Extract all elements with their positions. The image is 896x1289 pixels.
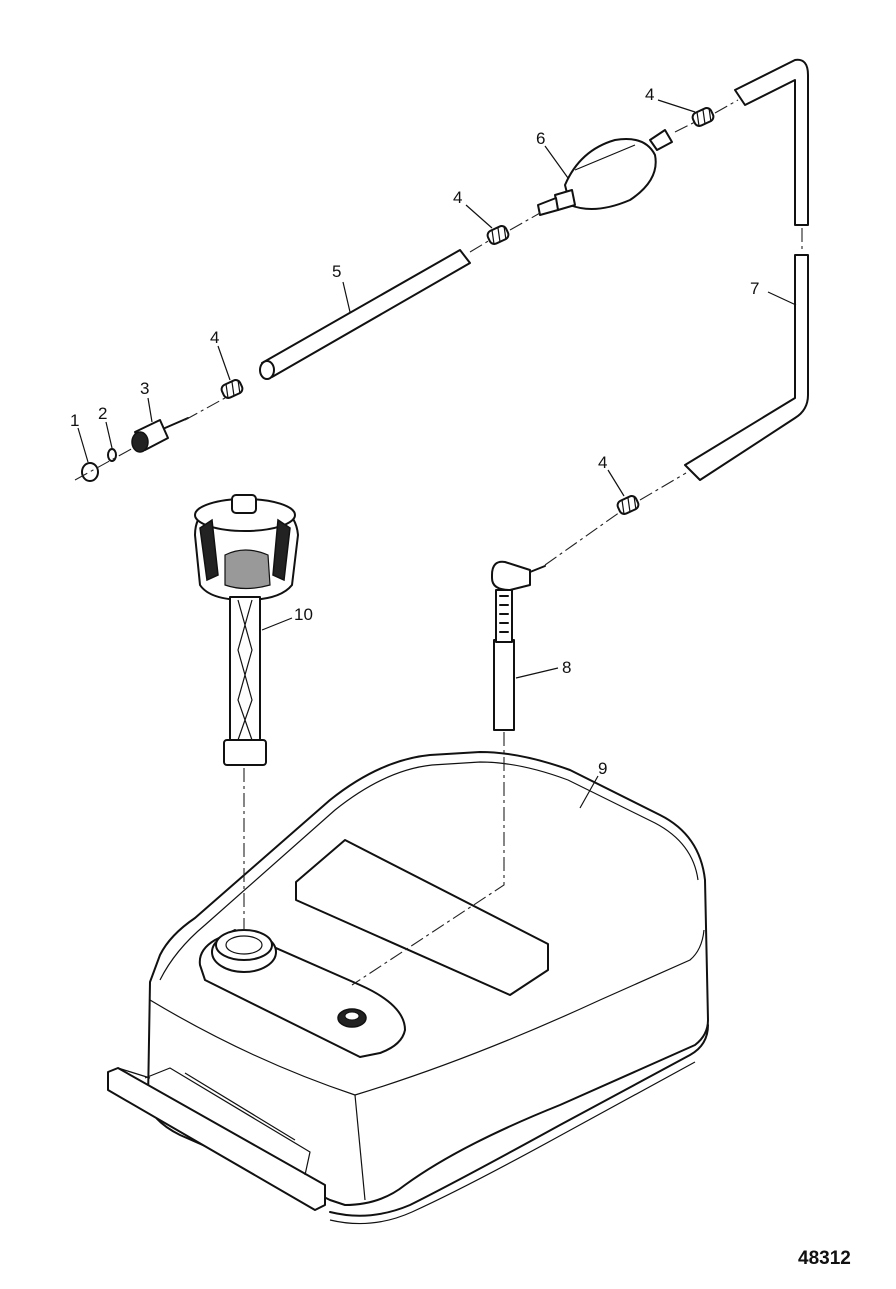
- carry-handle: [107, 1067, 326, 1211]
- o-ring: [107, 448, 117, 462]
- hose-5: [259, 249, 471, 380]
- callout-1: 1: [70, 411, 79, 430]
- callout-2: 2: [98, 404, 107, 423]
- leader-lines: [77, 99, 797, 809]
- fitting-4a: [220, 379, 244, 399]
- fuel-gauge: [194, 494, 299, 766]
- callout-9: 9: [598, 759, 607, 778]
- fuel-connector: [131, 417, 189, 453]
- callout-4c: 4: [645, 85, 654, 104]
- fitting-4b: [486, 225, 510, 245]
- pickup-tube: [491, 560, 546, 731]
- callouts: 1 2 3 4 5 4 6 4 7 4 8 9 10: [70, 85, 759, 778]
- callout-4b: 4: [453, 188, 462, 207]
- callout-4a: 4: [210, 328, 219, 347]
- callout-5: 5: [332, 262, 341, 281]
- fuel-tank: [147, 751, 709, 1225]
- callout-3: 3: [140, 379, 149, 398]
- assembly-centerlines: [74, 99, 803, 986]
- callout-4d: 4: [598, 453, 607, 472]
- figure-number: 48312: [798, 1248, 851, 1269]
- fitting-4d: [616, 495, 640, 515]
- primer-bulb: [537, 129, 673, 216]
- retainer-clip: [81, 462, 99, 482]
- callout-7: 7: [750, 279, 759, 298]
- hose-7: [684, 58, 809, 481]
- fitting-4c: [691, 107, 715, 127]
- callout-10: 10: [294, 605, 313, 624]
- callout-6: 6: [536, 129, 545, 148]
- callout-8: 8: [562, 658, 571, 677]
